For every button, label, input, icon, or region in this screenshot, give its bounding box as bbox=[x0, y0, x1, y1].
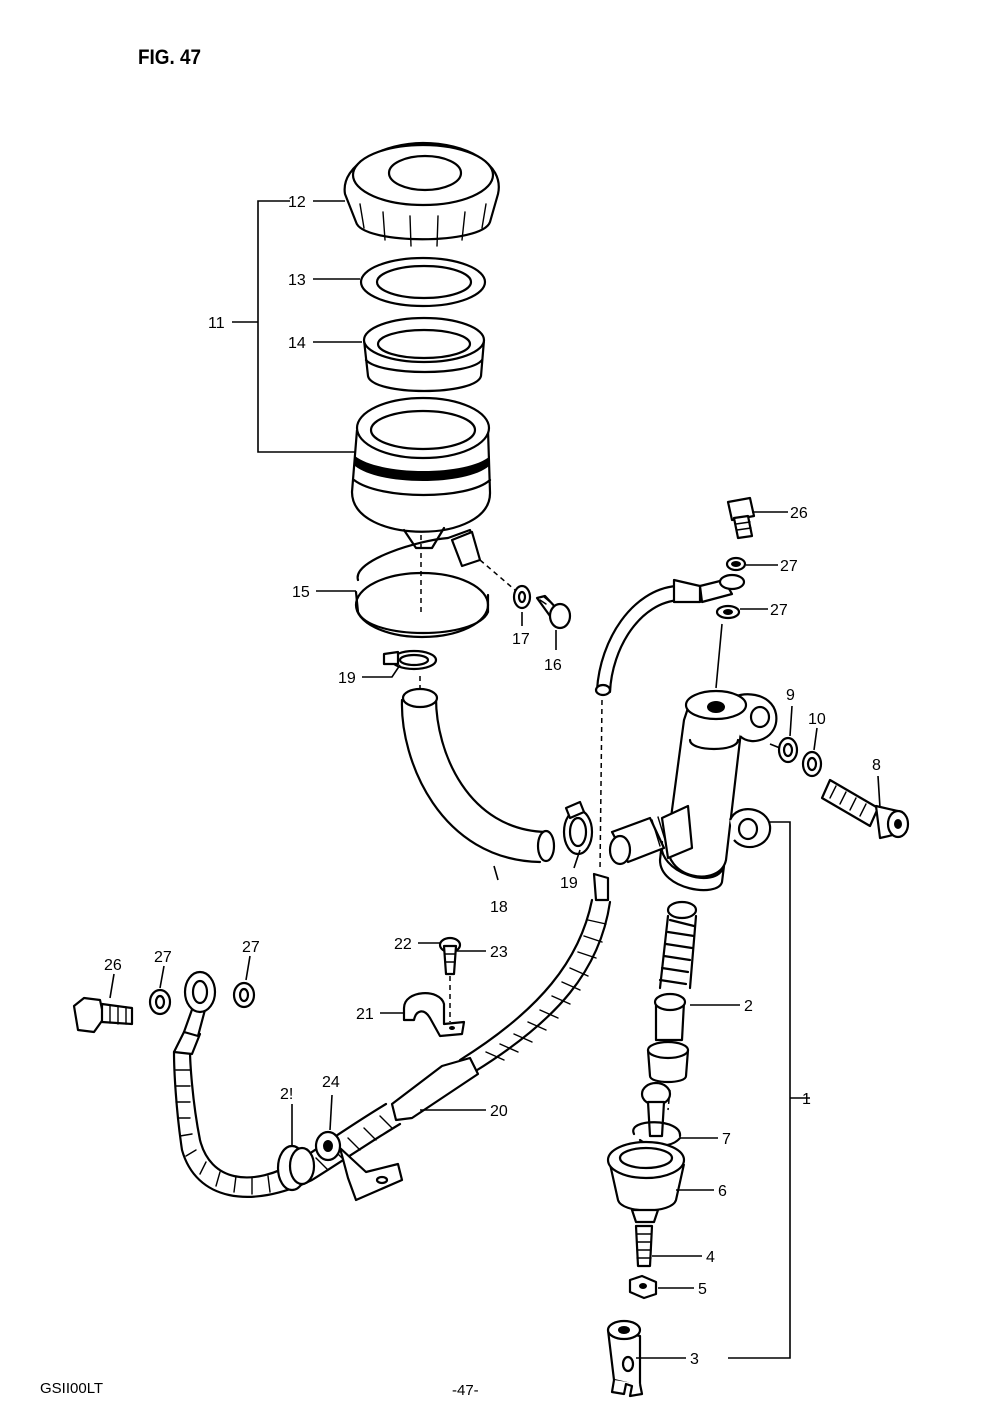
boot-6 bbox=[606, 1140, 686, 1224]
callout-3: 3 bbox=[690, 1351, 699, 1368]
callouts: 1 2 3 4 5 6 7 8 9 10 11 12 13 14 15 16 1… bbox=[104, 194, 881, 1368]
nut-5 bbox=[628, 1274, 658, 1300]
washer-27-upper-2 bbox=[715, 604, 741, 620]
washer-27-lower-2 bbox=[232, 981, 256, 1009]
washer-27-upper-1 bbox=[725, 556, 747, 572]
push-rod-top bbox=[640, 1081, 672, 1138]
callout-22: 22 bbox=[394, 936, 412, 953]
banjo-axis-upper bbox=[715, 623, 723, 689]
gasket-13 bbox=[359, 256, 487, 308]
hose-clamp-19-lower bbox=[562, 800, 594, 856]
callout-10: 10 bbox=[808, 711, 826, 728]
diaphragm-14 bbox=[362, 316, 486, 393]
washer-10 bbox=[801, 750, 823, 778]
screw-axis-16 bbox=[479, 559, 516, 591]
hose-bracket bbox=[338, 1146, 404, 1202]
callout-15: 15 bbox=[292, 584, 310, 601]
page-number: -47- bbox=[452, 1382, 479, 1399]
group-11-bracket bbox=[232, 200, 355, 453]
callout-16: 16 bbox=[544, 657, 562, 674]
master-cylinder-body bbox=[608, 689, 778, 892]
callout-23: 23 bbox=[490, 944, 508, 961]
callout-19-upper: 19 bbox=[338, 670, 356, 687]
leader-lines bbox=[109, 200, 881, 1359]
callout-1: 1 bbox=[802, 1091, 811, 1108]
callout-14: 14 bbox=[288, 335, 306, 352]
callout-26-lower: 26 bbox=[104, 957, 122, 974]
reservoir-body bbox=[350, 396, 492, 550]
bolt-axis-8 bbox=[769, 743, 781, 749]
callout-18: 18 bbox=[490, 899, 508, 916]
clevis-3 bbox=[606, 1319, 644, 1398]
callout-2: 2 bbox=[744, 998, 753, 1015]
pipe-joint-axis bbox=[599, 699, 603, 871]
callout-12: 12 bbox=[288, 194, 306, 211]
callout-8: 8 bbox=[872, 757, 881, 774]
hose-clamp-21 bbox=[402, 992, 466, 1038]
callout-27-upper-1: 27 bbox=[780, 558, 798, 575]
callout-24: 24 bbox=[322, 1074, 340, 1091]
callout-13: 13 bbox=[288, 272, 306, 289]
callout-20: 20 bbox=[490, 1103, 508, 1120]
reservoir-hose-18 bbox=[400, 687, 556, 864]
model-label: GSII00LT bbox=[40, 1380, 104, 1397]
banjo-bolt-26-upper bbox=[726, 496, 756, 540]
hose-fitting-25 bbox=[276, 1144, 316, 1192]
callout-27-upper-2: 27 bbox=[770, 602, 788, 619]
piston-2 bbox=[646, 992, 690, 1084]
callout-11: 11 bbox=[208, 315, 225, 332]
bolt-8 bbox=[820, 778, 910, 840]
figure-title: FIG. 47 bbox=[138, 46, 202, 69]
spring bbox=[658, 900, 698, 990]
callout-6: 6 bbox=[718, 1183, 727, 1200]
banjo-bolt-26-lower bbox=[72, 996, 134, 1034]
callout-27-lower-2: 27 bbox=[242, 939, 260, 956]
washer-27-lower-1 bbox=[148, 988, 172, 1016]
reservoir-band-15 bbox=[354, 528, 490, 639]
callout-9: 9 bbox=[786, 687, 795, 704]
washer-17 bbox=[512, 584, 532, 610]
screw-16 bbox=[535, 594, 572, 630]
bolt-22-23 bbox=[438, 936, 462, 976]
brake-hose-20 bbox=[172, 872, 612, 1198]
callout-17: 17 bbox=[512, 631, 530, 648]
hose-clamp-19-upper bbox=[382, 649, 438, 671]
reservoir-cap-12 bbox=[343, 141, 500, 247]
callout-5: 5 bbox=[698, 1281, 707, 1298]
callout-25: 2! bbox=[280, 1086, 293, 1103]
callout-7: 7 bbox=[722, 1131, 731, 1148]
washer-9 bbox=[777, 736, 799, 764]
callout-19-lower: 19 bbox=[560, 875, 578, 892]
callout-4: 4 bbox=[706, 1249, 715, 1266]
outlet-pipe bbox=[594, 573, 746, 697]
group-1-bracket bbox=[728, 821, 810, 1359]
grommet-24 bbox=[314, 1130, 342, 1162]
callout-21: 21 bbox=[356, 1006, 374, 1023]
callout-27-lower-1: 27 bbox=[154, 949, 172, 966]
callout-26-upper: 26 bbox=[790, 505, 808, 522]
rod-4 bbox=[634, 1224, 654, 1268]
